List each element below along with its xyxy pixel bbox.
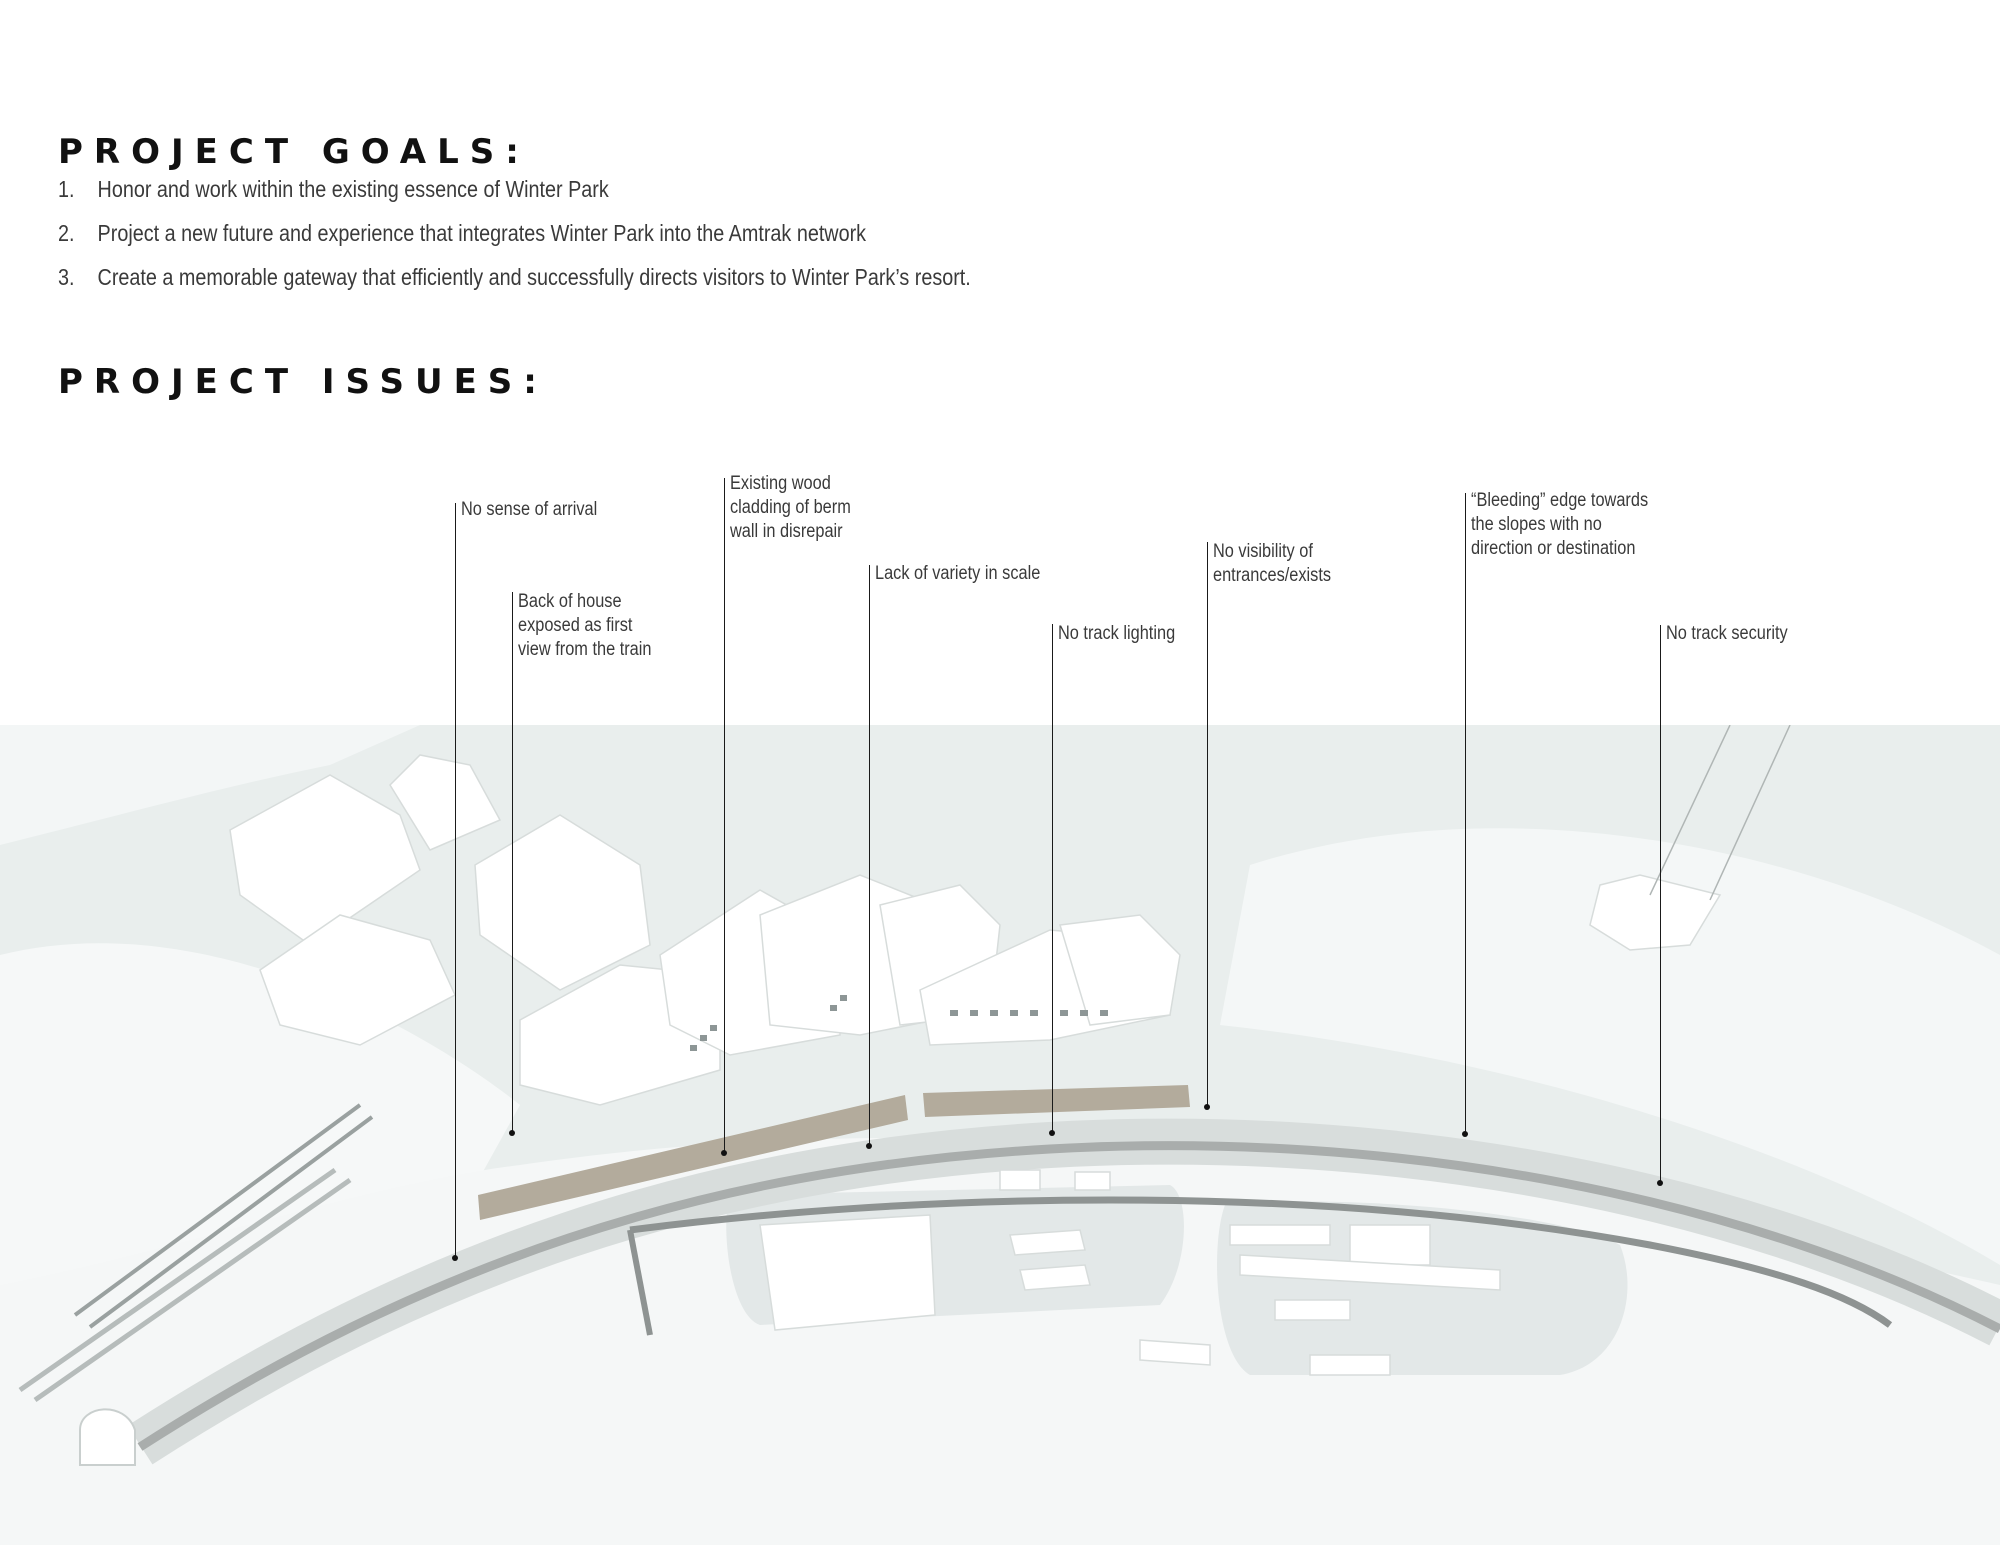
callout-line: No track security	[1666, 623, 1788, 644]
goal-text: Create a memorable gateway that efficien…	[97, 264, 971, 290]
callout-no-visibility: No visibility of entrances/exists	[1213, 540, 1331, 588]
callout-leader-line	[1204, 542, 1210, 1110]
callout-line: Back of house	[518, 591, 622, 612]
callout-wood-cladding: Existing wood cladding of berm wall in d…	[730, 472, 851, 544]
callout-leader-line	[452, 503, 458, 1261]
goal-text: Honor and work within the existing essen…	[97, 176, 609, 202]
callout-no-sense-of-arrival: No sense of arrival	[461, 498, 597, 522]
callout-line: wall in disrepair	[730, 521, 843, 542]
site-axonometric-illustration	[0, 725, 2000, 1545]
callout-point	[866, 1143, 872, 1149]
callout-leader-line	[1049, 624, 1055, 1136]
issues-heading: PROJECT ISSUES:	[58, 362, 548, 402]
callout-line: the slopes with no	[1471, 514, 1602, 535]
callout-line: “Bleeding” edge towards	[1471, 490, 1649, 511]
callout-point	[509, 1130, 515, 1136]
callout-line: view from the train	[518, 639, 652, 660]
goal-number: 1.	[58, 176, 75, 202]
callout-leader-line	[721, 478, 727, 1156]
callout-no-track-lighting: No track lighting	[1058, 622, 1175, 646]
callout-leader-line	[509, 592, 515, 1136]
callout-point	[1049, 1130, 1055, 1136]
callout-line: direction or destination	[1471, 538, 1636, 559]
callout-point	[1462, 1131, 1468, 1137]
callout-leader-line	[866, 565, 872, 1149]
callout-leader-line	[1657, 625, 1663, 1186]
callout-lack-of-variety: Lack of variety in scale	[875, 562, 1040, 586]
callout-line: exposed as first	[518, 615, 633, 636]
goal-number: 3.	[58, 264, 75, 290]
callout-leader-line	[1462, 493, 1468, 1137]
callout-line: No track lighting	[1058, 623, 1176, 644]
callout-bleeding-edge: “Bleeding” edge towards the slopes with …	[1471, 489, 1648, 561]
callout-point	[721, 1150, 727, 1156]
callout-line: Lack of variety in scale	[875, 563, 1041, 584]
callout-line: No sense of arrival	[461, 499, 598, 520]
callout-line: No visibility of	[1213, 541, 1313, 562]
goal-text: Project a new future and experience that…	[97, 220, 867, 246]
goal-number: 2.	[58, 220, 75, 246]
callout-line: Existing wood	[730, 473, 831, 494]
callout-point	[452, 1255, 458, 1261]
callout-point	[1657, 1180, 1663, 1186]
callout-line: entrances/exists	[1213, 565, 1332, 586]
callout-back-of-house: Back of house exposed as first view from…	[518, 590, 652, 662]
callout-no-track-security: No track security	[1666, 622, 1788, 646]
goals-heading: PROJECT GOALS:	[58, 132, 530, 172]
callout-point	[1204, 1104, 1210, 1110]
callout-line: cladding of berm	[730, 497, 851, 518]
